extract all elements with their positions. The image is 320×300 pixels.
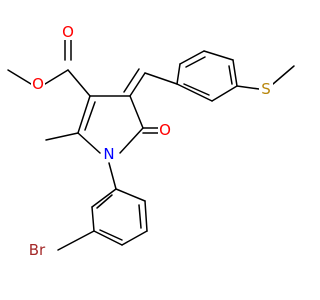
atom-o-carbonyl-ester: O: [61, 23, 75, 41]
atom-o-ester: O: [31, 75, 45, 93]
bond-phenyl-e: [211, 85, 238, 102]
bond-ring-c2-c3-inner: [84, 101, 96, 131]
svg-text:Br: Br: [29, 241, 46, 259]
bond-phenyl-b: [179, 50, 205, 65]
bond-c2-methyl: [45, 132, 79, 141]
bond-exocyclic-alkene: [129, 72, 146, 97]
atom-br: Br: [24, 241, 50, 259]
structure-diagram: O O S O N Br: [7, 23, 295, 259]
svg-text:S: S: [261, 80, 271, 98]
bond-lines: [7, 39, 295, 251]
bond-bromophenyl-b: [91, 206, 95, 232]
bond-phenyl-a: [176, 63, 181, 85]
bond-aryl-br: [57, 230, 95, 251]
bond-phenyl-d: [232, 59, 238, 87]
bond-phenyl-inner-3: [183, 83, 210, 96]
bond-bromophenyl-e: [144, 200, 148, 232]
bond-methyl-o: [7, 69, 32, 85]
bond-bromophenyl-inner-3: [96, 194, 113, 209]
bond-ring-c4-c5: [129, 95, 144, 129]
bond-phenyl-inner-1: [185, 56, 206, 68]
bond-bromophenyl-d: [121, 230, 148, 246]
bond-phenyl-c: [203, 50, 234, 61]
bond-ring-c2-c3: [77, 95, 91, 134]
bond-bromophenyl-inner-1: [99, 229, 123, 241]
bond-o-ester-c: [44, 69, 69, 85]
atom-s: S: [259, 80, 273, 98]
bond-bromophenyl-c: [93, 230, 123, 246]
svg-text:O: O: [32, 75, 44, 93]
bond-phenyl-inner-2: [228, 65, 233, 85]
svg-text:O: O: [159, 121, 171, 139]
bond-s-methyl: [272, 65, 295, 85]
bond-bromophenyl-a: [91, 188, 117, 208]
bond-vinyl-phenyl: [144, 72, 178, 85]
bond-ring-n-c2: [77, 132, 101, 154]
bond-bromophenyl-f: [115, 188, 146, 202]
bond-phenyl-s: [236, 85, 260, 90]
bond-n-aryl: [108, 162, 117, 190]
atom-labels: O O S O N Br: [24, 23, 273, 259]
atom-o-ketone: O: [158, 121, 172, 139]
svg-text:O: O: [62, 23, 74, 41]
bond-ester-c-ring: [67, 69, 91, 97]
bond-ring-c5-n: [119, 127, 144, 154]
molecule-drawing: O O S O N Br: [7, 23, 295, 259]
bond-exocyclic-alkene-double: [123, 68, 140, 93]
svg-text:N: N: [103, 145, 114, 163]
bond-phenyl-f: [176, 83, 213, 102]
bond-bromophenyl-inner-2: [138, 204, 142, 229]
atom-n: N: [101, 145, 116, 163]
